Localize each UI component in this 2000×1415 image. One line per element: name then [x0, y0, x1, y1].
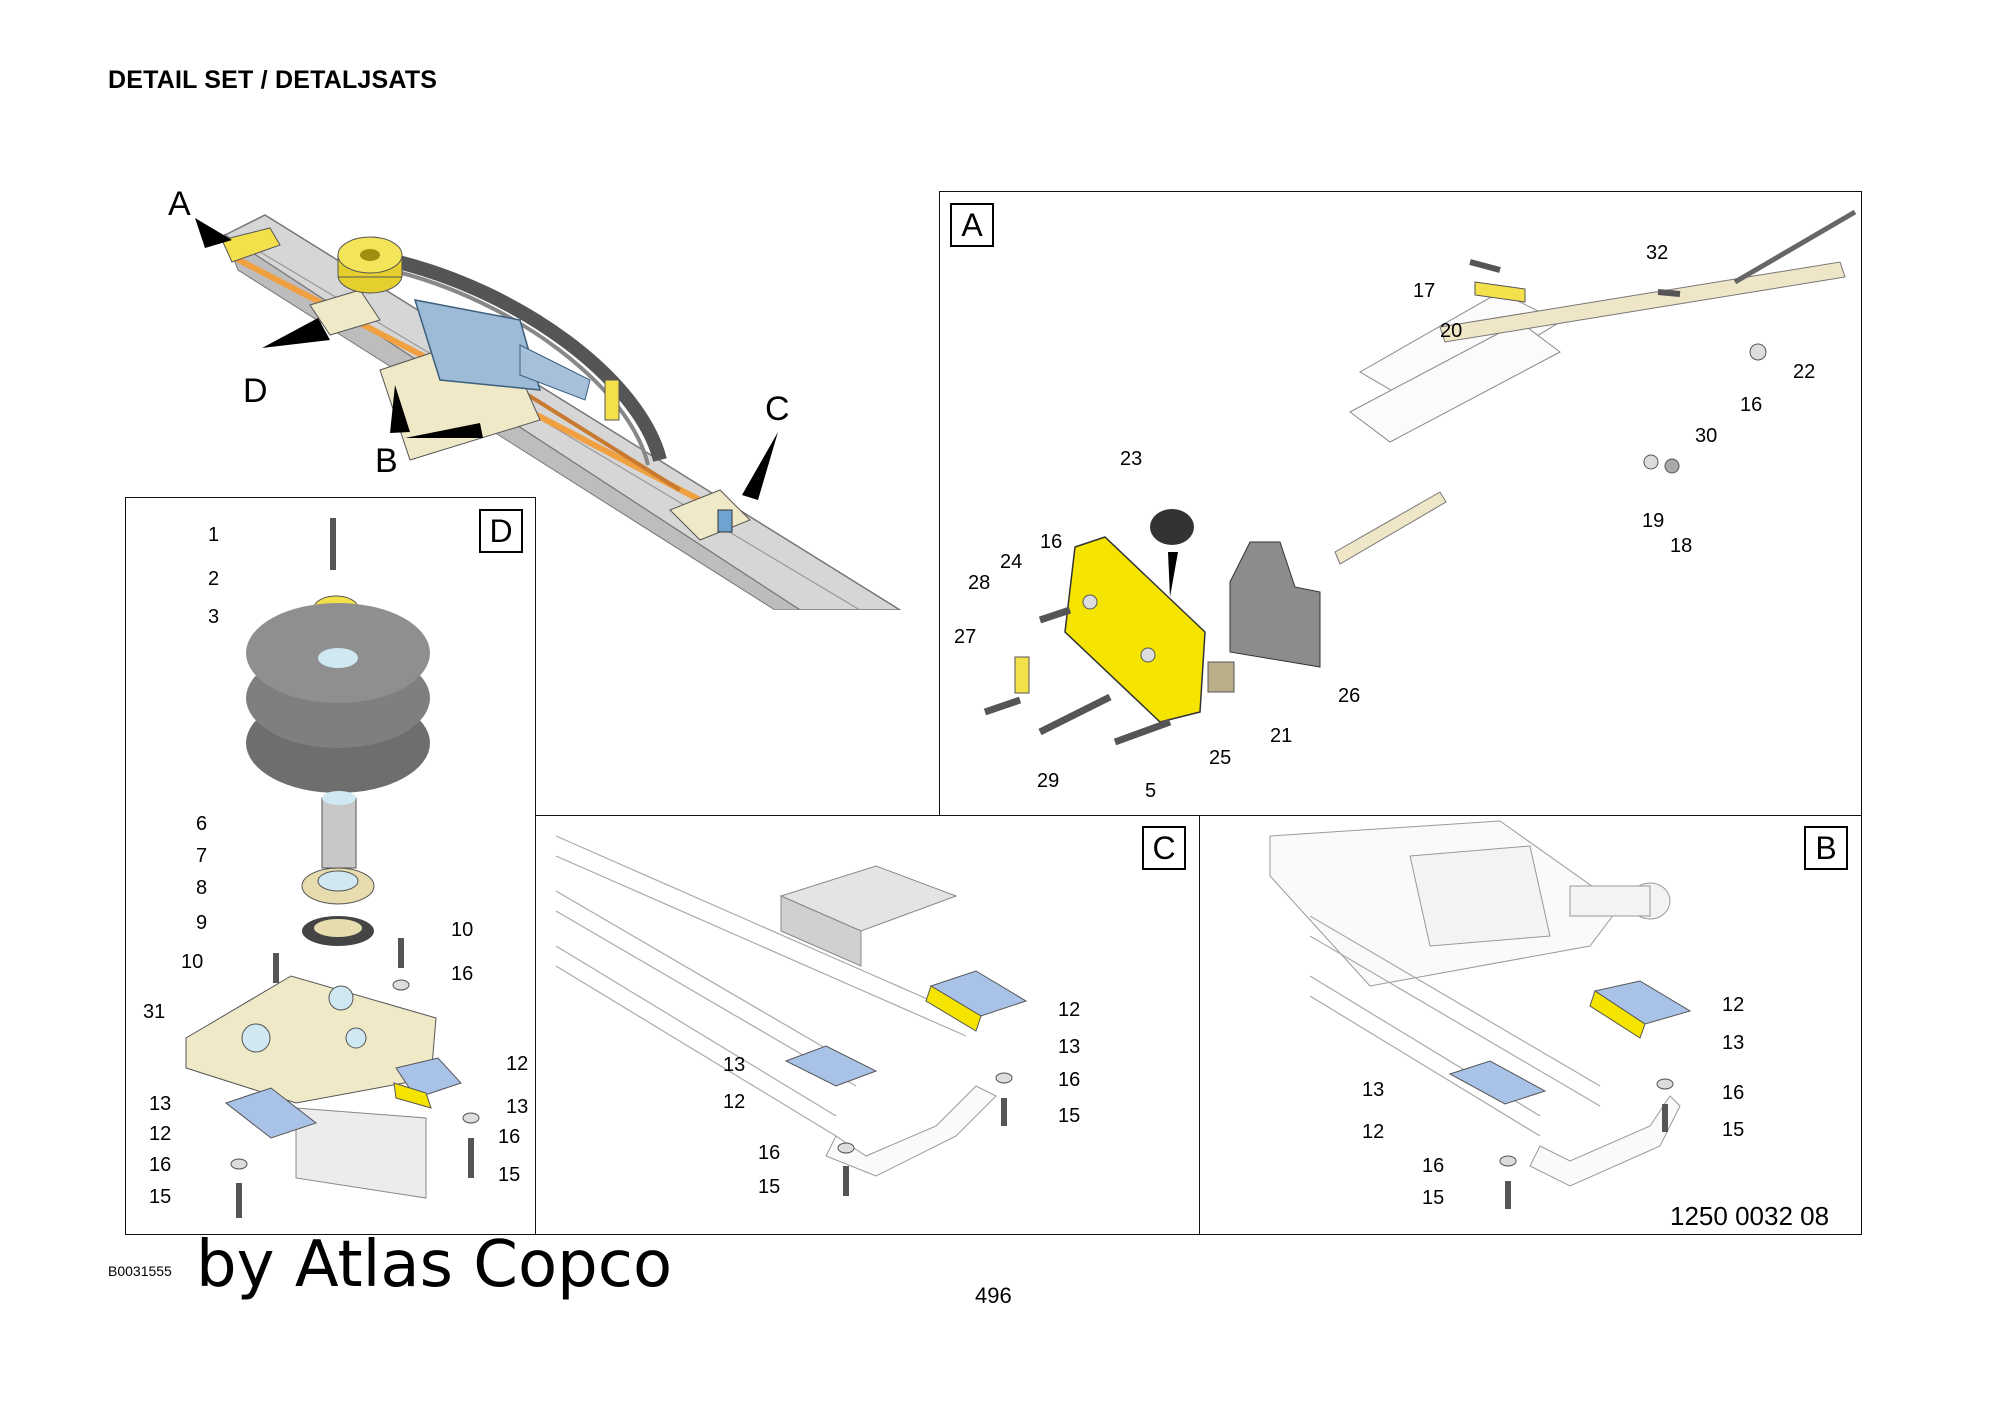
panel-letter-a: A — [950, 203, 994, 247]
panel-c-label: 12 — [723, 1091, 745, 1113]
panel-a-label: 18 — [1670, 535, 1692, 557]
panel-d-label: 12 — [506, 1053, 528, 1075]
panel-c-label: 15 — [758, 1176, 780, 1198]
drawing-number: 1250 0032 08 — [1670, 1201, 1830, 1231]
panel-b-label: 15 — [1722, 1119, 1744, 1141]
watermark: by Atlas Copco — [196, 1228, 673, 1302]
overview-callout-b: B — [375, 442, 398, 480]
panel-d-drawing: 1 2 3 6 7 8 9 10 10 16 31 12 13 13 12 16… — [143, 518, 528, 1218]
page-title: DETAIL SET / DETALJSATS — [108, 66, 438, 94]
panel-d-label: 10 — [451, 919, 473, 941]
panel-a-label: 19 — [1642, 510, 1664, 532]
panel-c-label: 16 — [758, 1142, 780, 1164]
panel-d-label: 16 — [451, 963, 473, 985]
panel-a-label: 24 — [1000, 551, 1022, 573]
panel-b-drawing: 12 13 16 15 13 12 16 15 — [1269, 820, 1744, 1209]
panel-c-label: 13 — [1058, 1036, 1080, 1058]
panel-d-label: 9 — [196, 912, 207, 934]
panel-d-label: 7 — [196, 845, 207, 867]
panel-c-label: 12 — [1058, 999, 1080, 1021]
detail-panel-c: C 12 13 16 15 13 12 16 — [535, 815, 1200, 1235]
panel-d-label: 10 — [181, 951, 203, 973]
panel-d-label: 15 — [149, 1186, 171, 1208]
panel-c-label: 15 — [1058, 1105, 1080, 1127]
panel-a-label: 22 — [1793, 361, 1815, 383]
panel-a-label: 30 — [1695, 425, 1717, 447]
panel-d-label: 15 — [498, 1164, 520, 1186]
panel-a-label: 28 — [968, 572, 990, 594]
page-number: 496 — [975, 1283, 1012, 1308]
panel-a-label: 16 — [1040, 531, 1062, 553]
panel-b-label: 13 — [1722, 1032, 1744, 1054]
panel-a-label: 25 — [1209, 747, 1231, 769]
panel-d-label: 16 — [149, 1154, 171, 1176]
panel-c-label: 13 — [723, 1054, 745, 1076]
panel-d-label: 12 — [149, 1123, 171, 1145]
panel-a-label: 29 — [1037, 770, 1059, 792]
panel-d-label: 2 — [208, 568, 219, 590]
panel-a-drawing: 17 20 32 22 16 30 23 19 18 16 24 28 27 2… — [954, 209, 1857, 802]
detail-panel-b: B 12 13 16 15 13 12 16 15 — [1199, 815, 1862, 1235]
panel-a-label: 20 — [1440, 320, 1462, 342]
overview-callout-a: A — [168, 185, 191, 223]
panel-d-label: 31 — [143, 1001, 165, 1023]
panel-b-label: 12 — [1362, 1121, 1384, 1143]
panel-a-label: 32 — [1646, 242, 1668, 264]
panel-letter-b: B — [1804, 826, 1848, 870]
panel-c-label: 16 — [1058, 1069, 1080, 1091]
panel-letter-d: D — [479, 509, 523, 553]
detail-panel-d: D — [125, 497, 536, 1235]
overview-illustration: A B C D — [168, 185, 902, 610]
panel-a-label: 16 — [1740, 394, 1762, 416]
panel-a-label: 17 — [1413, 280, 1435, 302]
panel-b-label: 13 — [1362, 1079, 1384, 1101]
panel-b-label: 12 — [1722, 994, 1744, 1016]
detail-panel-a: A 17 — [939, 191, 1862, 816]
source-id: B0031555 — [108, 1263, 172, 1279]
overview-callout-c: C — [765, 390, 790, 428]
panel-d-label: 3 — [208, 606, 219, 628]
panel-d-label: 16 — [498, 1126, 520, 1148]
panel-d-label: 8 — [196, 877, 207, 899]
panel-b-label: 16 — [1422, 1155, 1444, 1177]
panel-a-label: 27 — [954, 626, 976, 648]
panel-d-label: 13 — [149, 1093, 171, 1115]
panel-d-label: 1 — [208, 524, 219, 546]
panel-d-label: 13 — [506, 1096, 528, 1118]
panel-letter-c: C — [1142, 826, 1186, 870]
panel-a-label: 21 — [1270, 725, 1292, 747]
overview-callout-d: D — [243, 372, 268, 410]
panel-a-label: 23 — [1120, 448, 1142, 470]
panel-a-label: 5 — [1145, 780, 1156, 802]
panel-d-label: 6 — [196, 813, 207, 835]
panel-b-label: 16 — [1722, 1082, 1744, 1104]
panel-b-label: 15 — [1422, 1187, 1444, 1209]
panel-c-drawing: 12 13 16 15 13 12 16 15 — [555, 835, 1080, 1198]
panel-a-label: 26 — [1338, 685, 1360, 707]
